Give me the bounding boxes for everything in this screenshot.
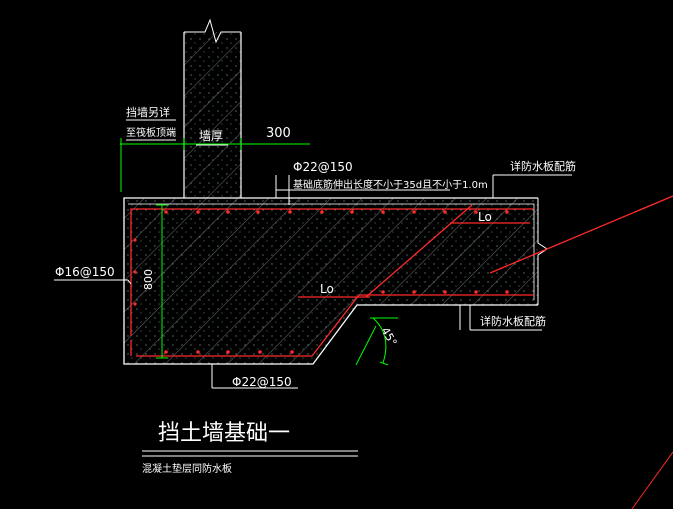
break-line [184, 18, 241, 44]
wall-stem [183, 18, 242, 198]
title-underline [142, 450, 358, 457]
section-line [631, 451, 673, 509]
label-lo-upper: Lo [478, 210, 492, 224]
label-waterproof-bottom: 详防水板配筋 [480, 314, 546, 328]
label-waterproof-top: 详防水板配筋 [510, 159, 576, 173]
label-side-rebar: Φ16@150 [55, 265, 115, 279]
dimension-lines [120, 138, 398, 366]
label-bottom-rebar: Φ22@150 [232, 375, 292, 389]
label-top-rebar: Φ22@150 [293, 160, 353, 174]
leader-lines [54, 119, 572, 389]
label-lo-lower: Lo [320, 282, 334, 296]
label-wall-thickness: 墙厚 [199, 129, 223, 143]
label-dim-300: 300 [266, 126, 291, 141]
label-height-dim: 800 [142, 269, 155, 290]
label-anchor-note: 基础底筋伸出长度不小于35d且不小于1.0m [293, 178, 488, 191]
footing-body [123, 197, 548, 365]
rebar-lines [130, 195, 673, 357]
label-top-to-slab: 至筏板顶端 [126, 126, 176, 139]
rebar-dots [133, 210, 509, 354]
drawing-title: 挡土墙基础一 [158, 421, 290, 446]
drawing-subtitle: 混凝土垫层同防水板 [142, 462, 232, 475]
label-wall-ref: 挡墙另详 [126, 105, 170, 119]
